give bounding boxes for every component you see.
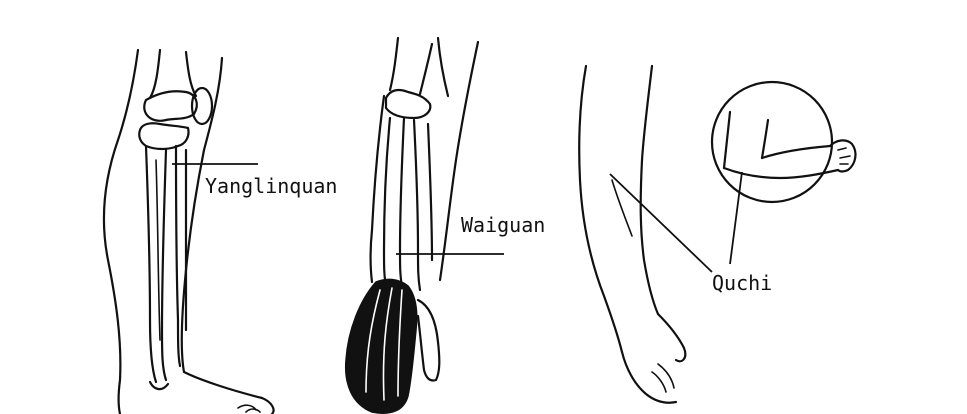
elbow-inset <box>712 82 855 202</box>
arm-outline-left <box>579 66 622 352</box>
patella <box>192 88 212 124</box>
arm-illustration <box>579 66 685 403</box>
hand-outline <box>622 314 685 403</box>
ankle <box>150 382 168 389</box>
inset-upper-arm <box>724 112 768 168</box>
thumb <box>418 300 439 381</box>
waiguan-label: Waiguan <box>461 213 545 237</box>
quchi-label: Quchi <box>712 271 772 295</box>
radius <box>384 118 404 286</box>
humerus <box>390 38 432 94</box>
forearm-outline-right <box>440 42 478 280</box>
foot-outline <box>262 398 274 414</box>
elbow-crease <box>612 180 632 236</box>
elbow-joint <box>386 90 430 118</box>
inset-fist <box>830 140 855 171</box>
inset-circle <box>712 82 832 202</box>
forearm-outline-right-upper <box>438 38 448 96</box>
knee-condyle <box>144 91 197 121</box>
tibia-inner-line <box>156 160 160 340</box>
quchi-leader-arm <box>610 174 712 272</box>
forearm-outline-left <box>371 96 385 282</box>
leg-outline-right <box>182 58 262 398</box>
leg-illustration <box>104 50 274 414</box>
forearm-illustration <box>346 38 478 413</box>
hand-dark <box>346 279 417 413</box>
yanglinquan-label: Yanglinquan <box>205 174 337 198</box>
finger-lines <box>652 364 674 392</box>
arm-outline-right <box>641 66 658 314</box>
inset-knuckles <box>838 148 850 164</box>
leg-outline-left <box>104 50 138 414</box>
toe-marks <box>238 405 260 412</box>
ulna <box>414 120 432 290</box>
